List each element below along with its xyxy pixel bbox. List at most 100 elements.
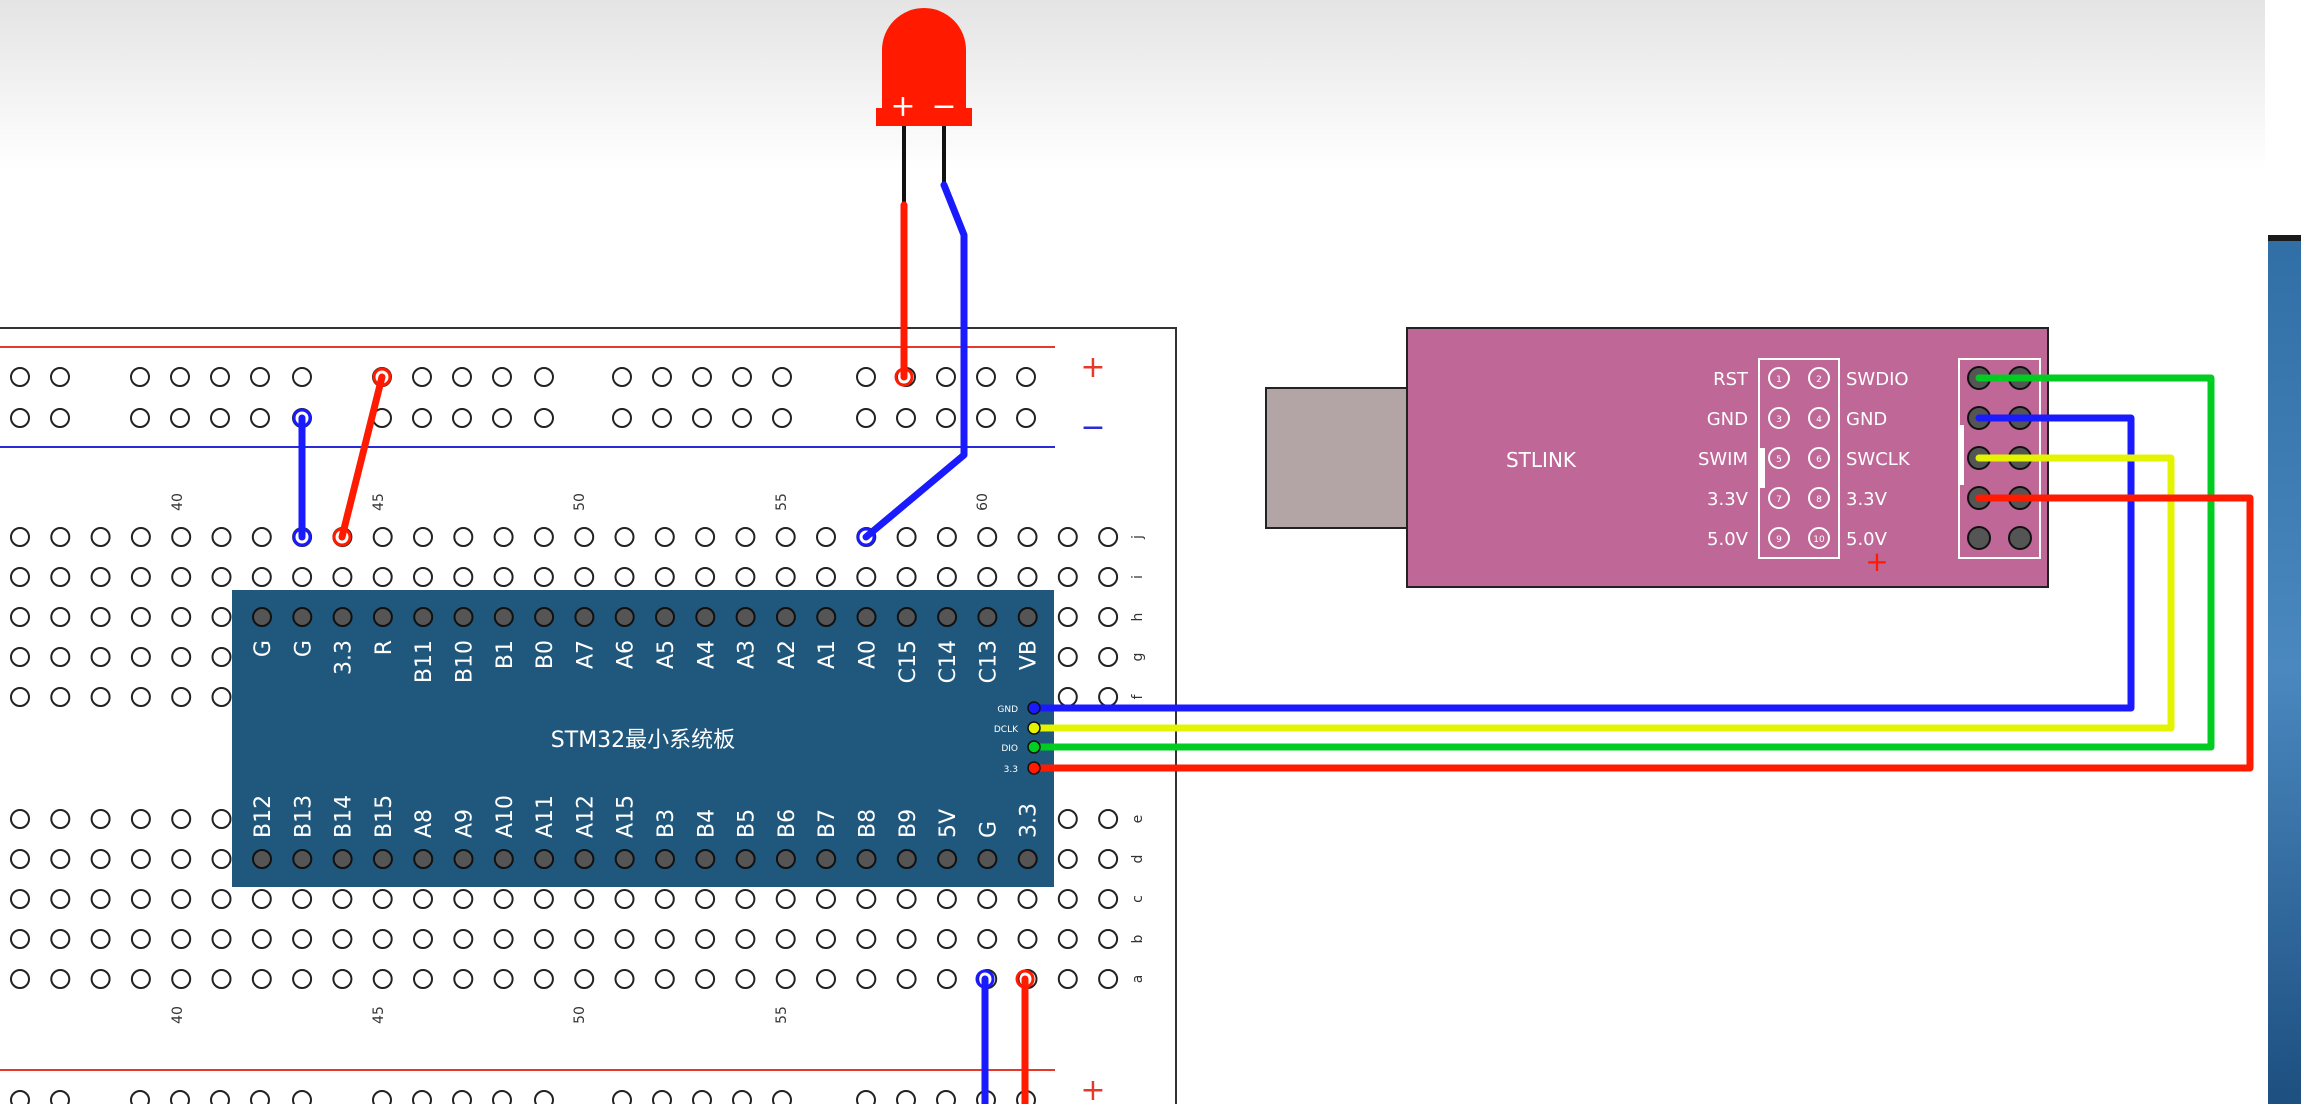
breadboard-hole xyxy=(1017,929,1038,949)
breadboard-hole xyxy=(171,809,192,829)
breadboard-hole xyxy=(211,889,232,909)
breadboard-hole xyxy=(372,567,393,587)
wire-swd-gnd-blue xyxy=(1028,414,2135,712)
stm32-bottom-pin-label: A12 xyxy=(573,795,598,838)
stm32-top-pin-hole xyxy=(574,607,595,627)
breadboard-hole xyxy=(90,889,111,909)
stm32-top-pin-label: C14 xyxy=(936,640,961,683)
breadboard-hole xyxy=(977,889,998,909)
stm32-bottom-pin-label: A8 xyxy=(412,809,437,838)
wire-end xyxy=(372,367,392,387)
breadboard-hole xyxy=(695,527,716,547)
stm32-top-pin-label: G xyxy=(251,640,276,657)
breadboard-hole xyxy=(936,929,957,949)
breadboard-hole xyxy=(130,567,151,587)
stlink-connector-key xyxy=(1959,425,1964,485)
stm32-top-pin-label: G xyxy=(291,640,316,657)
rail-hole-top-minus xyxy=(534,408,554,428)
breadboard-hole xyxy=(493,969,514,989)
background-top-fade xyxy=(0,0,2301,170)
breadboard-hole xyxy=(1057,647,1078,667)
stm32-top-pin-label: VB xyxy=(1017,640,1042,670)
breadboard-hole xyxy=(130,527,151,547)
stm32-top-pin-hole xyxy=(937,607,958,627)
stm32-top-pin-hole xyxy=(332,607,353,627)
stlink-pin xyxy=(1768,407,1790,429)
rail-hole-top-minus xyxy=(612,408,632,428)
rail-hole-top-plus xyxy=(250,367,270,387)
stm32-top-pin-hole xyxy=(534,607,555,627)
breadboard-hole xyxy=(574,929,595,949)
stm32-top-pin-label: B0 xyxy=(533,640,558,669)
stm32-board-body xyxy=(232,590,1054,887)
breadboard-hole xyxy=(574,969,595,989)
stm32-top-pin-hole xyxy=(775,607,796,627)
breadboard-hole xyxy=(171,567,192,587)
breadboard-hole xyxy=(453,969,474,989)
breadboard-hole xyxy=(50,567,71,587)
breadboard-hole xyxy=(171,527,192,547)
swd-header-pin xyxy=(1027,721,1041,735)
breadboard-hole xyxy=(10,607,30,627)
rail-hole-top-plus xyxy=(692,367,712,387)
stlink-right-label: GND xyxy=(1846,409,1887,430)
rail-hole-top-minus xyxy=(652,408,672,428)
stlink-connector-pin xyxy=(2008,526,2032,550)
breadboard-hole xyxy=(695,567,716,587)
rail-hole-bottom-plus xyxy=(10,1090,30,1104)
breadboard-hole xyxy=(10,809,30,829)
breadboard-hole xyxy=(735,527,756,547)
led-plus-label: + xyxy=(890,89,915,124)
stm32-top-pin-label: A5 xyxy=(654,640,679,669)
rail-hole-top-plus xyxy=(976,367,996,387)
rail-hole-bottom-plus xyxy=(856,1090,876,1104)
stm32-top-pin-hole xyxy=(493,607,514,627)
rail-hole-top-minus xyxy=(1016,408,1036,428)
breadboard-hole xyxy=(1057,929,1078,949)
breadboard-hole xyxy=(50,527,71,547)
rail-hole-top-plus xyxy=(1016,367,1036,387)
stm32-bottom-pin-hole xyxy=(775,849,796,869)
breadboard-hole xyxy=(654,889,675,909)
breadboard-hole xyxy=(50,647,71,667)
rail-hole-top-plus xyxy=(170,367,190,387)
stm32-bottom-pin-hole xyxy=(614,849,635,869)
stlink-pin xyxy=(1768,447,1790,469)
rail-hole-top-minus xyxy=(772,408,792,428)
breadboard-hole xyxy=(10,929,30,949)
breadboard-hole xyxy=(493,527,514,547)
row-letter: d xyxy=(1130,855,1146,864)
stm32-top-pin-hole xyxy=(413,607,434,627)
stm32-top-pin-hole xyxy=(896,607,917,627)
breadboard-hole xyxy=(90,607,111,627)
breadboard-hole xyxy=(1098,929,1119,949)
breadboard-hole xyxy=(533,929,554,949)
breadboard-hole xyxy=(90,567,111,587)
rail-hole-bottom-plus xyxy=(692,1090,712,1104)
wire-end xyxy=(894,367,914,387)
breadboard-hole xyxy=(574,889,595,909)
stm32-swd-pin-label: DCLK xyxy=(994,725,1019,735)
stlink-pin xyxy=(1808,367,1830,389)
rail-hole-bottom-plus xyxy=(492,1090,512,1104)
breadboard-hole xyxy=(332,929,353,949)
breadboard-hole xyxy=(896,969,917,989)
rail-hole-top-minus xyxy=(692,408,712,428)
breadboard-hole xyxy=(896,527,917,547)
row-letter: e xyxy=(1130,815,1146,824)
breadboard-hole xyxy=(211,809,232,829)
breadboard-hole xyxy=(654,969,675,989)
stlink-left-label: 5.0V xyxy=(1707,529,1749,550)
breadboard-hole xyxy=(453,929,474,949)
breadboard-hole xyxy=(50,809,71,829)
breadboard-hole xyxy=(614,889,635,909)
stlink-left-label: RST xyxy=(1713,369,1749,390)
stlink-board-body xyxy=(1406,327,2049,588)
row-letter: j xyxy=(1130,535,1146,540)
row-letter: i xyxy=(1130,575,1146,579)
stlink-pin-number: 2 xyxy=(1816,375,1822,385)
rail-hole-top-plus xyxy=(772,367,792,387)
stm32-top-pin-label: A4 xyxy=(694,640,719,669)
stm32-bottom-pin-hole xyxy=(655,849,675,869)
